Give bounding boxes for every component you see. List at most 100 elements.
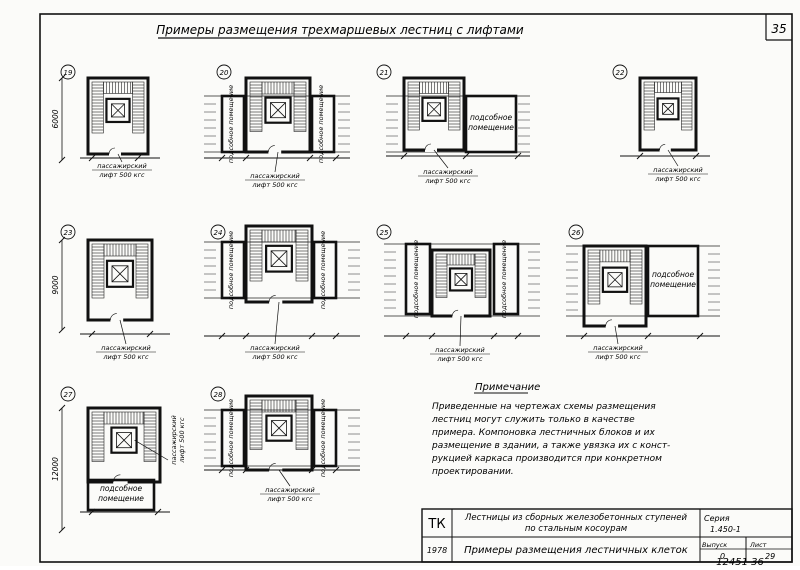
- lift-caption-line: лифт 500 кгс: [98, 171, 145, 179]
- lift-caption-line: лифт 500 кгс: [251, 181, 298, 189]
- sheet-frame: [39, 13, 793, 563]
- room-label: помещение: [650, 280, 696, 289]
- lift-caption-line: лифт 500 кгс: [102, 353, 149, 361]
- scheme-number: 22: [616, 69, 625, 77]
- lift-caption-line: лифт 500 кгс: [436, 355, 483, 363]
- lift-caption-line: лифт 500 кгс: [251, 353, 298, 361]
- lift-shaft: [601, 266, 629, 293]
- page-number: 35: [771, 22, 786, 36]
- room-label: подсобное помещение: [227, 85, 235, 163]
- lift-shaft: [105, 97, 131, 124]
- auxiliary-room: [220, 408, 246, 468]
- issue-value: 0: [720, 552, 725, 561]
- scheme-number-circle: [210, 386, 226, 402]
- scheme-number: 19: [64, 69, 73, 77]
- sheet-label: Лист: [749, 541, 767, 549]
- scheme-number: 23: [64, 229, 73, 237]
- stairwell-walls: [86, 76, 150, 156]
- lift-caption-line: лифт 500 кгс: [178, 417, 186, 464]
- auxiliary-room: [404, 242, 432, 316]
- scheme-number: 26: [572, 229, 581, 237]
- auxiliary-room: [310, 94, 336, 154]
- room-label: подсобное помещение: [500, 240, 508, 318]
- series-label: Серия: [704, 514, 730, 523]
- inventory-number: 12451 36: [716, 557, 764, 566]
- year: 1978: [427, 546, 447, 555]
- note-line: лестниц могут служить только в качестве: [431, 415, 635, 425]
- room-label: подсобное помещение: [227, 399, 235, 477]
- scheme-number-circle: [60, 386, 76, 402]
- lift-caption-line: пассажирский: [265, 486, 315, 494]
- subject-line-2: по стальным косоурам: [525, 524, 628, 534]
- lift-shaft: [265, 414, 293, 442]
- org-code: ТК: [427, 517, 445, 532]
- auxiliary-room: [220, 240, 246, 300]
- lift-shaft: [421, 96, 447, 122]
- room-label: подсобное помещение: [412, 240, 420, 318]
- sheet-title: Примеры размещения трехмаршевых лестниц …: [156, 23, 524, 37]
- scheme-number-circle: [376, 64, 392, 80]
- note-block: Примечание Приведенные на чертежах схемы…: [431, 382, 670, 477]
- lift-shaft: [110, 426, 138, 454]
- subject-line-1: Лестницы из сборных железобетонных ступе…: [464, 513, 687, 523]
- lift-shaft: [264, 96, 292, 124]
- lift-caption-line: лифт 500 кгс: [424, 177, 471, 185]
- room-label: подсобное: [652, 270, 695, 279]
- auxiliary-room: [312, 240, 338, 300]
- lift-caption-line: пассажирский: [423, 168, 473, 176]
- lift-shaft: [656, 97, 680, 121]
- note-line: проектировании.: [432, 467, 514, 477]
- lift-caption-line: пассажирский: [593, 344, 643, 352]
- scheme-number: 27: [64, 391, 73, 399]
- lift-caption-line: пассажирский: [250, 172, 300, 180]
- lift-caption-line: пассажирский: [250, 344, 300, 352]
- scheme-number: 28: [214, 391, 223, 399]
- auxiliary-room: [86, 478, 156, 512]
- scheme-number-circle: [60, 64, 76, 80]
- auxiliary-room: [312, 408, 338, 468]
- sheet-subject-title: Примеры размещения лестничных клеток: [464, 545, 688, 556]
- lift-shaft: [265, 244, 293, 273]
- auxiliary-room: [492, 242, 520, 316]
- room-label: подсобное помещение: [319, 399, 327, 477]
- scheme-number-circle: [612, 64, 628, 80]
- auxiliary-room: [646, 244, 700, 318]
- auxiliary-room: [464, 94, 518, 154]
- lift-caption-line: пассажирский: [653, 166, 703, 174]
- note-line: рукцией каркаса производится при конкрет…: [431, 454, 662, 464]
- title-block: ТК 1978 Лестницы из сборных железобетонн…: [421, 508, 793, 563]
- lift-caption-line: лифт 500 кгс: [654, 175, 701, 183]
- lift-caption-line: лифт 500 кгс: [266, 495, 313, 503]
- scheme-number: 21: [380, 69, 389, 77]
- dimension-label: 9000: [51, 275, 60, 294]
- lift-caption-line: пассажирский: [435, 346, 485, 354]
- note-line: примера. Компоновка лестничных блоков и …: [432, 428, 655, 438]
- scheme-number-circle: [568, 224, 584, 240]
- note-line: размещение в здании, а также увязка их с…: [431, 441, 670, 451]
- lift-caption-line: пассажирский: [101, 344, 151, 352]
- scheme-number: 20: [220, 69, 229, 77]
- dimension-label: 12000: [51, 457, 60, 481]
- scheme-number-circle: [216, 64, 232, 80]
- room-label: подсобное: [470, 113, 513, 122]
- room-label: подсобное: [100, 484, 143, 493]
- lift-caption-line: пассажирский: [97, 162, 147, 170]
- sheet-value: 29: [765, 552, 775, 561]
- scheme-number-circle: [210, 224, 226, 240]
- stair-scheme-28: подсобное помещение подсобное помещение 28…: [204, 386, 360, 503]
- room-label: подсобное помещение: [227, 231, 235, 309]
- room-label: помещение: [468, 123, 514, 132]
- stairwell-walls: [244, 224, 314, 304]
